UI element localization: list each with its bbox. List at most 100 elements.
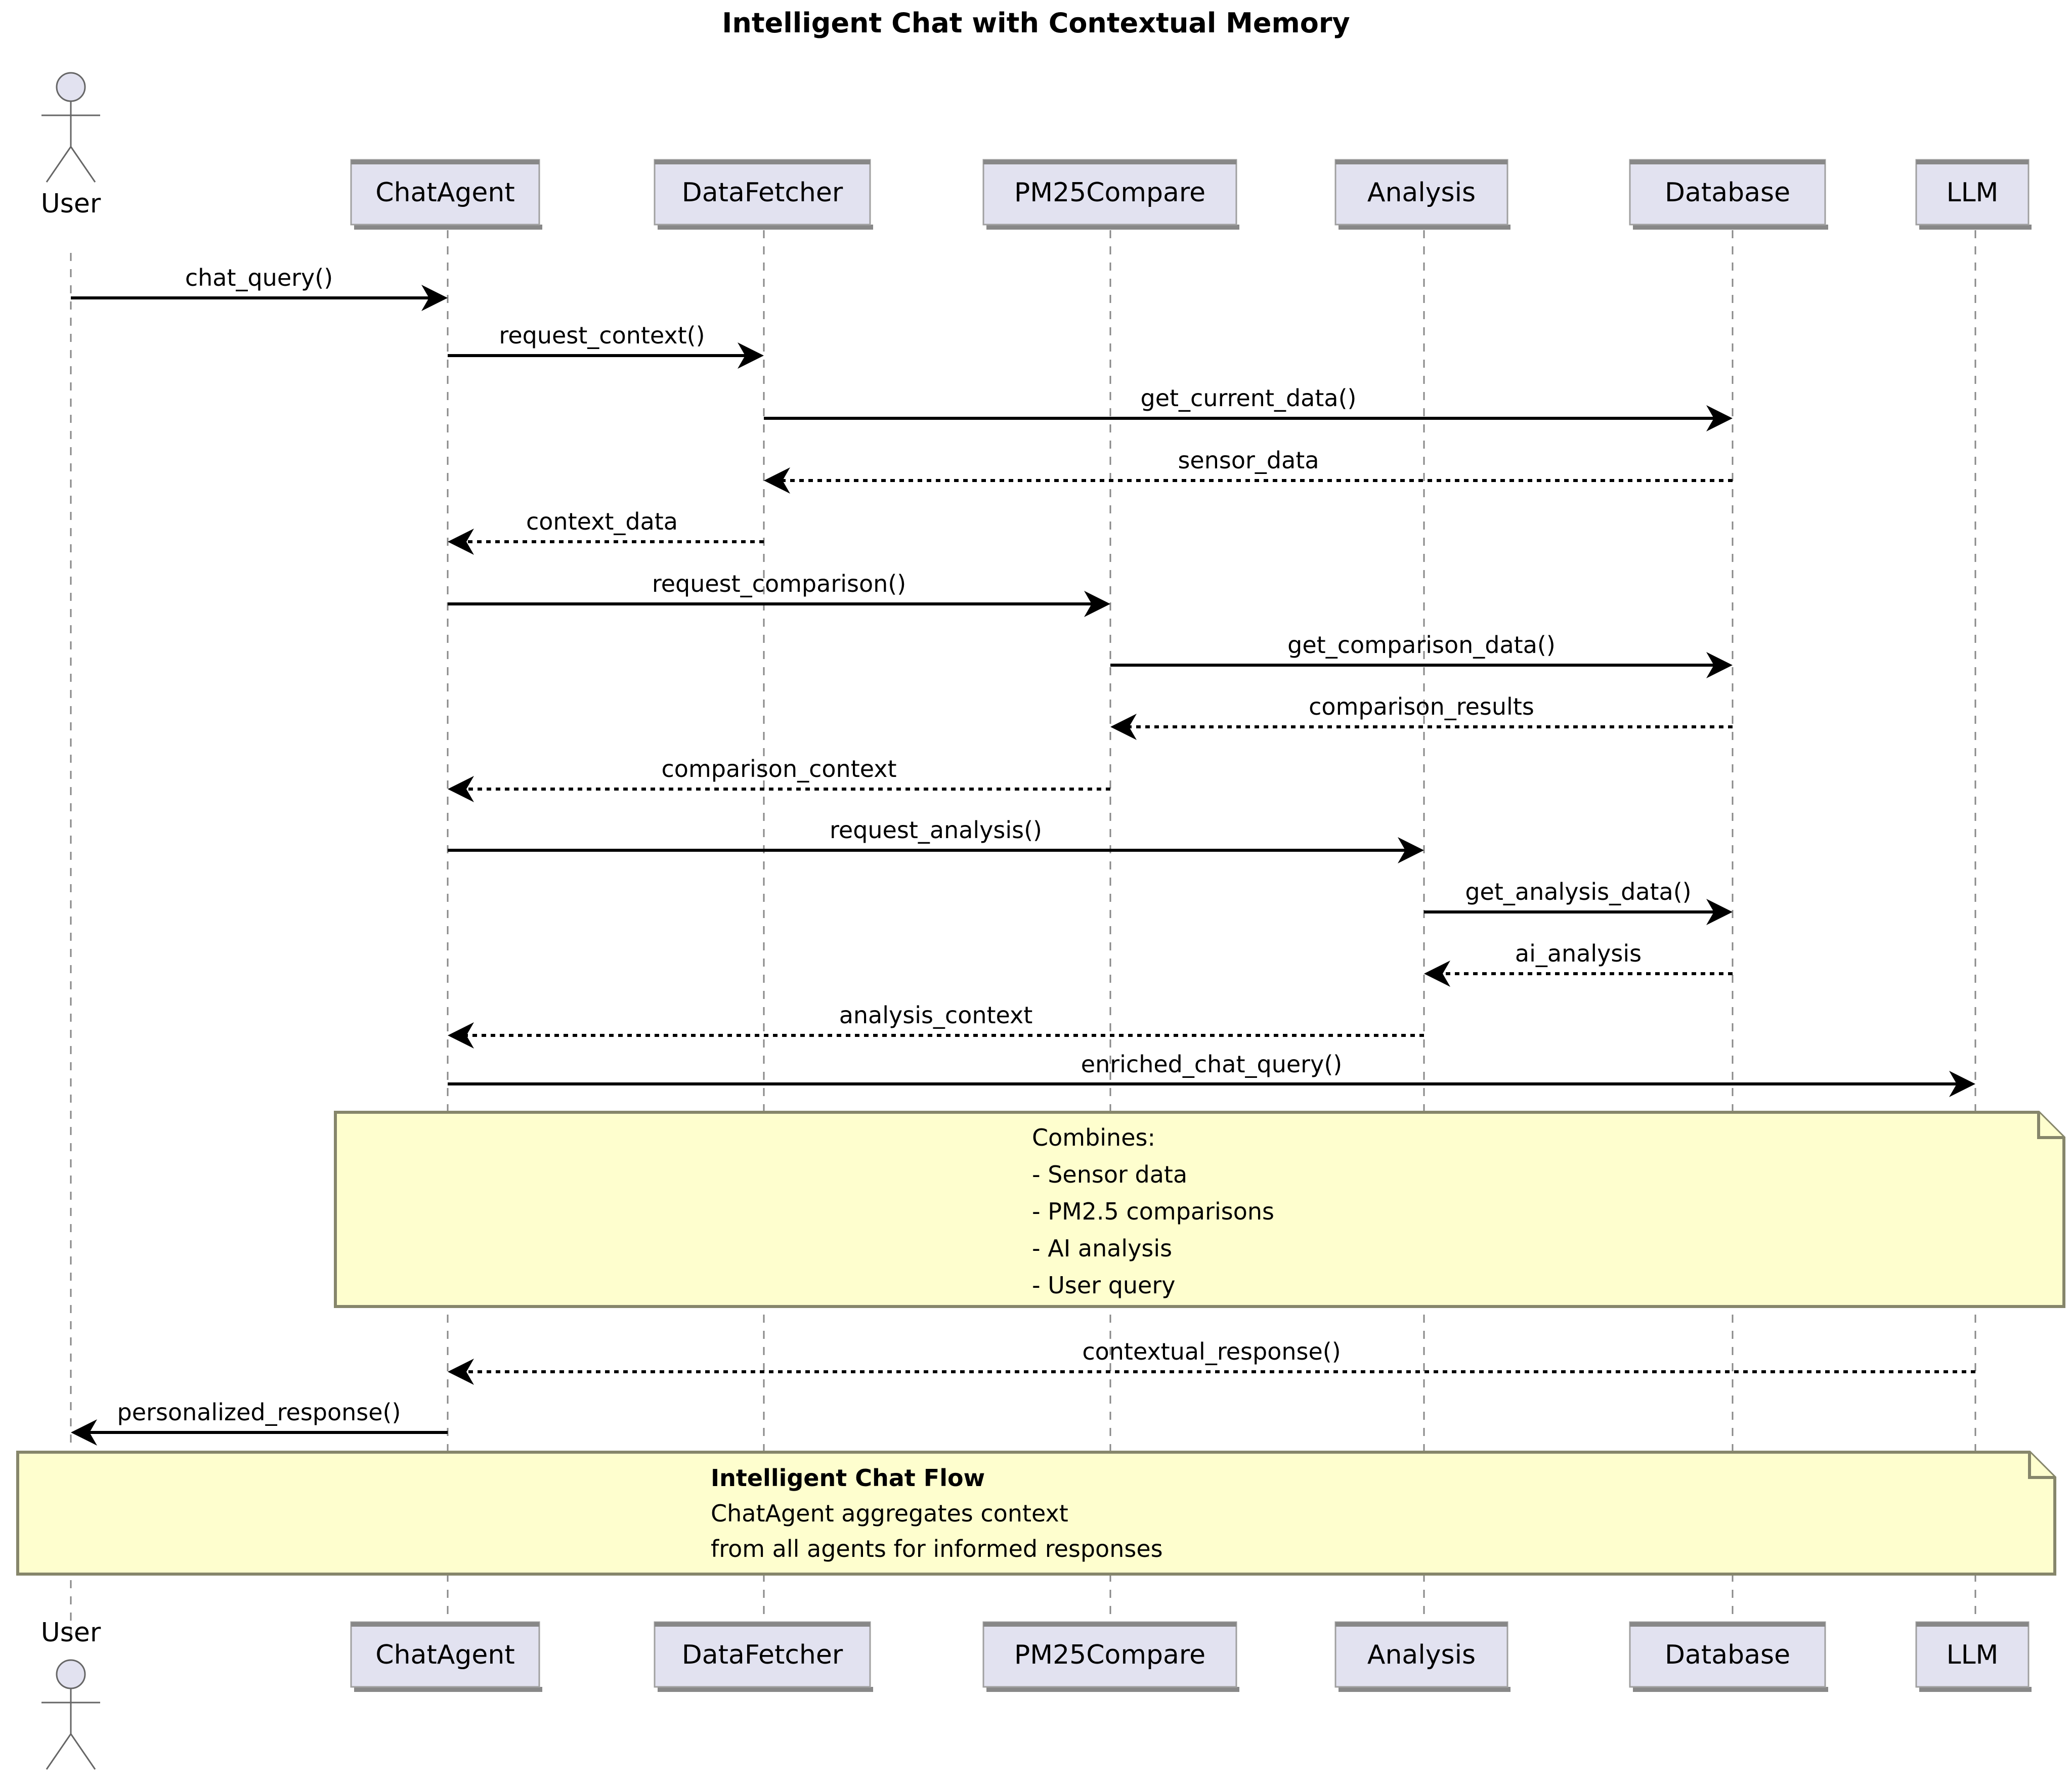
lifelines-group (70, 230, 1976, 1644)
actor-label-user-bottom: User (41, 1618, 101, 1648)
participant-datafetcher-bottom[interactable]: DataFetcher (654, 1621, 873, 1692)
actor-user-bottom[interactable]: User (41, 1618, 101, 1770)
note-flow-line-2: from all agents for informed responses (711, 1535, 1163, 1562)
message-request-comparison[interactable]: request_comparison() (448, 570, 1110, 617)
message-label: context_data (526, 508, 678, 535)
participant-box (350, 1621, 540, 1688)
participant-top-bar (1335, 160, 1507, 164)
participant-shadow (1919, 225, 2032, 230)
message-label: enriched_chat_query() (1081, 1051, 1342, 1078)
participant-top-bar (351, 160, 539, 164)
actor-head-icon (56, 72, 86, 102)
message-analysis-context[interactable]: analysis_context (448, 1002, 1424, 1049)
participant-headers-top: ChatAgent DataFetcher PM25Compare Analys… (350, 159, 2032, 230)
message-label: request_context() (499, 322, 705, 349)
note-flow-line-0: Intelligent Chat Flow (711, 1464, 985, 1492)
arrowhead-left-icon (1424, 961, 1450, 987)
note-flow-line-1: ChatAgent aggregates context (711, 1500, 1068, 1527)
participant-top-bar (655, 1622, 870, 1627)
participant-top-bar (655, 160, 870, 164)
participant-label: DataFetcher (682, 1640, 843, 1670)
message-label: get_current_data() (1141, 384, 1357, 412)
arrowhead-left-icon (1110, 714, 1137, 740)
participant-database-top[interactable]: Database (1629, 159, 1828, 230)
participant-label: Database (1665, 178, 1790, 208)
arrowhead-left-icon (764, 467, 790, 494)
message-sensor-data[interactable]: sensor_data (764, 447, 1733, 494)
participant-shadow (1339, 1687, 1510, 1692)
note-line-3: - AI analysis (1032, 1235, 1172, 1262)
actor-head-icon (56, 1659, 86, 1689)
note-line-2: - PM2.5 comparisons (1032, 1198, 1274, 1225)
participant-shadow (354, 225, 542, 230)
participant-chatagent-top[interactable]: ChatAgent (350, 159, 542, 230)
message-request-analysis[interactable]: request_analysis() (448, 816, 1424, 863)
participant-top-bar (1630, 160, 1825, 164)
participant-label: Analysis (1367, 178, 1476, 208)
participant-datafetcher-top[interactable]: DataFetcher (654, 159, 873, 230)
participant-box (1915, 1621, 2030, 1688)
message-label: contextual_response() (1082, 1338, 1341, 1365)
note-fold-corner-icon (2028, 1452, 2055, 1479)
arrowhead-right-icon (1706, 899, 1733, 925)
message-comparison-context[interactable]: comparison_context (448, 755, 1110, 802)
participant-chatagent-bottom[interactable]: ChatAgent (350, 1621, 542, 1692)
message-get-analysis-data[interactable]: get_analysis_data() (1424, 878, 1733, 925)
arrowhead-right-icon (1084, 591, 1110, 617)
note-line-1: - Sensor data (1032, 1161, 1187, 1188)
message-label: ai_analysis (1515, 940, 1642, 967)
participant-top-bar (1630, 1622, 1825, 1627)
participant-box (982, 1621, 1237, 1688)
arrowhead-left-icon (448, 776, 474, 802)
message-chat-query[interactable]: chat_query() (71, 264, 448, 311)
participant-llm-top[interactable]: LLM (1915, 159, 2032, 230)
message-ai-analysis[interactable]: ai_analysis (1424, 940, 1733, 987)
note-fold-corner-icon (2037, 1112, 2064, 1139)
participant-top-bar (983, 160, 1236, 164)
participant-label: DataFetcher (682, 178, 843, 208)
participant-llm-bottom[interactable]: LLM (1915, 1621, 2032, 1692)
message-label: chat_query() (185, 264, 333, 291)
participant-label: Database (1665, 1640, 1790, 1670)
message-label: comparison_results (1309, 693, 1534, 720)
participant-shadow (1633, 225, 1828, 230)
message-personalized-response[interactable]: personalized_response() (71, 1399, 448, 1446)
message-context-data[interactable]: context_data (448, 508, 764, 555)
message-enriched-chat-query[interactable]: enriched_chat_query() (448, 1051, 1975, 1097)
participant-box (1915, 159, 2030, 226)
message-label: comparison_context (662, 755, 897, 782)
message-request-context[interactable]: request_context() (448, 322, 764, 369)
participant-label: ChatAgent (375, 1640, 514, 1670)
message-get-current-data[interactable]: get_current_data() (764, 384, 1733, 431)
participant-top-bar (351, 1622, 539, 1627)
participant-database-bottom[interactable]: Database (1629, 1621, 1828, 1692)
participant-top-bar (1916, 1622, 2028, 1627)
participant-shadow (658, 225, 873, 230)
arrowhead-right-icon (421, 285, 448, 311)
message-label: request_analysis() (830, 816, 1042, 844)
messages-group: chat_query() request_context() get_curre… (71, 264, 1975, 1446)
participant-shadow (1339, 225, 1510, 230)
participant-pm25compare-top[interactable]: PM25Compare (982, 159, 1239, 230)
message-label: sensor_data (1178, 447, 1319, 474)
diagram-title: Intelligent Chat with Contextual Memory (722, 7, 1350, 39)
message-contextual-response[interactable]: contextual_response() (448, 1338, 1975, 1385)
participant-analysis-top[interactable]: Analysis (1334, 159, 1510, 230)
message-get-comparison-data[interactable]: get_comparison_data() (1110, 631, 1733, 678)
actor-user-top[interactable]: User (41, 72, 101, 219)
participant-box (1629, 1621, 1826, 1688)
participant-box (982, 159, 1237, 226)
participant-analysis-bottom[interactable]: Analysis (1334, 1621, 1510, 1692)
note-combines: Combines: - Sensor data - PM2.5 comparis… (334, 1111, 2065, 1308)
participant-pm25compare-bottom[interactable]: PM25Compare (982, 1621, 1239, 1692)
message-label: analysis_context (839, 1002, 1033, 1029)
message-comparison-results[interactable]: comparison_results (1110, 693, 1733, 740)
message-label: get_analysis_data() (1465, 878, 1691, 905)
message-label: personalized_response() (117, 1399, 401, 1426)
message-label: request_comparison() (652, 570, 906, 597)
participant-shadow (986, 1687, 1239, 1692)
arrowhead-left-icon (448, 529, 474, 555)
participant-box (654, 1621, 871, 1688)
